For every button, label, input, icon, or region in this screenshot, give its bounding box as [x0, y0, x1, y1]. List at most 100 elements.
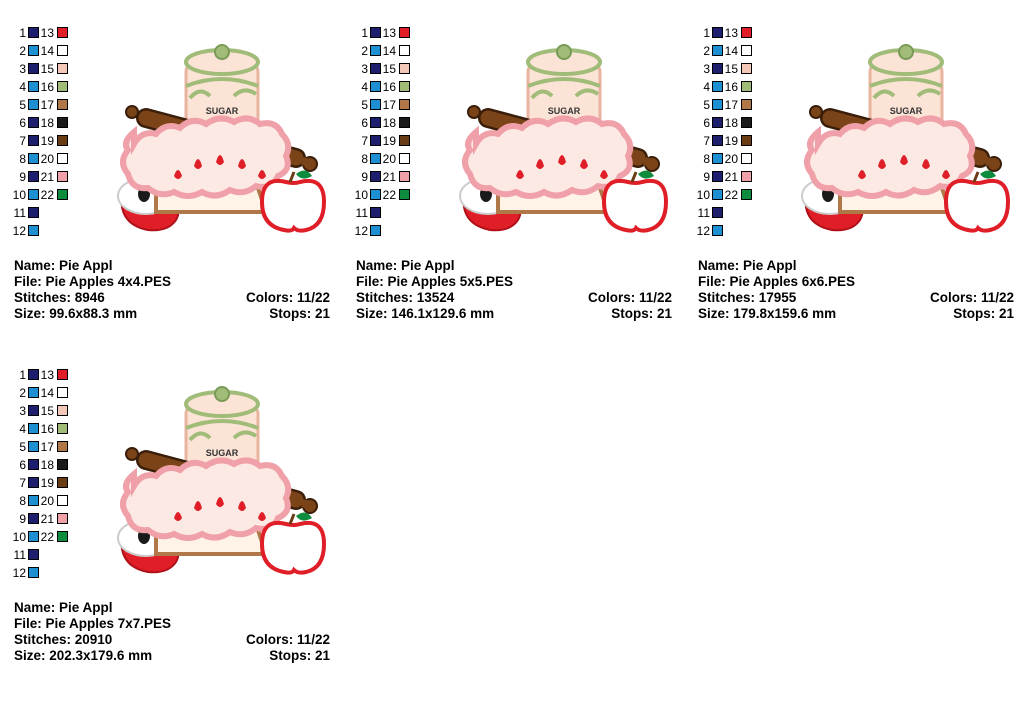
color-swatch [28, 135, 39, 146]
color-swatch [57, 63, 68, 74]
color-swatch [741, 189, 752, 200]
palette-entry-number: 7 [703, 134, 710, 148]
palette-entry-number: 3 [703, 62, 710, 76]
palette-entry-number: 2 [361, 44, 368, 58]
palette-entry-number: 16 [40, 80, 54, 94]
color-swatch [28, 99, 39, 110]
palette-entry-number: 9 [19, 170, 26, 184]
color-swatch [399, 171, 410, 182]
design-size: Size: 179.8x159.6 mm [698, 306, 837, 321]
color-swatch [370, 171, 381, 182]
design-file: File: Pie Apples 4x4.PES [14, 274, 172, 289]
svg-text:SUGAR: SUGAR [890, 106, 923, 116]
apple-icon [601, 170, 669, 233]
palette-entry-number: 5 [361, 98, 368, 112]
palette-entry-number: 6 [361, 116, 368, 130]
color-swatch [741, 27, 752, 38]
color-swatch [712, 153, 723, 164]
color-swatch [370, 117, 381, 128]
palette-entry-number: 10 [696, 188, 710, 202]
color-swatch [28, 495, 39, 506]
palette-entry-number: 5 [19, 98, 26, 112]
svg-text:SUGAR: SUGAR [548, 106, 581, 116]
palette-entry-number: 14 [724, 44, 738, 58]
palette-entry-number: 21 [724, 170, 738, 184]
palette-entry-number: 11 [13, 548, 26, 562]
palette-entry-number: 16 [724, 80, 738, 94]
color-swatch [399, 45, 410, 56]
color-swatch [28, 459, 39, 470]
palette-entry-number: 15 [382, 62, 396, 76]
color-swatch [370, 27, 381, 38]
color-swatch [712, 189, 723, 200]
palette-entry-number: 9 [703, 170, 710, 184]
palette-entry-number: 10 [354, 188, 368, 202]
palette-entry-number: 18 [40, 116, 54, 130]
color-count: Colors: 11/22 [245, 290, 330, 305]
palette-entry-number: 17 [724, 98, 738, 112]
color-swatch [28, 153, 39, 164]
color-swatch [28, 387, 39, 398]
color-swatch [57, 531, 68, 542]
color-swatch [370, 153, 381, 164]
design-name: Name: Pie Appl [356, 258, 455, 273]
palette-entry-number: 8 [19, 494, 26, 508]
palette-entry-number: 21 [382, 170, 396, 184]
palette-entry-number: 18 [382, 116, 396, 130]
palette-entry-number: 22 [724, 188, 738, 202]
palette-entry-number: 20 [724, 152, 738, 166]
color-swatch [28, 567, 39, 578]
color-swatch [28, 531, 39, 542]
color-count: Colors: 11/22 [587, 290, 672, 305]
color-swatch [57, 27, 68, 38]
color-swatch [712, 63, 723, 74]
palette-entry-number: 19 [40, 476, 54, 490]
color-swatch [57, 387, 68, 398]
svg-text:SUGAR: SUGAR [206, 106, 239, 116]
palette-entry-number: 16 [382, 80, 396, 94]
palette-entry-number: 10 [12, 530, 26, 544]
color-swatch [741, 153, 752, 164]
palette-entry-number: 11 [13, 206, 26, 220]
palette-entry-number: 20 [40, 494, 54, 508]
stitch-count: Stitches: 13524 [356, 290, 455, 305]
palette-entry-number: 2 [703, 44, 710, 58]
color-swatch [28, 27, 39, 38]
color-swatch [399, 135, 410, 146]
palette-entry-number: 12 [696, 224, 710, 238]
palette-entry-number: 5 [703, 98, 710, 112]
color-swatch [399, 189, 410, 200]
stop-count: Stops: 21 [269, 648, 330, 663]
stitch-count: Stitches: 17955 [698, 290, 797, 305]
color-swatch [370, 135, 381, 146]
palette-entry-number: 18 [724, 116, 738, 130]
color-swatch [28, 225, 39, 236]
palette-entry-number: 2 [19, 386, 26, 400]
color-swatch [741, 171, 752, 182]
color-swatch [28, 369, 39, 380]
color-swatch [57, 81, 68, 92]
color-swatch [28, 423, 39, 434]
embroidery-design-preview: SUGAR [116, 26, 336, 236]
color-swatch [399, 117, 410, 128]
palette-entry-number: 16 [40, 422, 54, 436]
palette-entry-number: 12 [354, 224, 368, 238]
palette-entry-number: 18 [40, 458, 54, 472]
palette-entry-number: 6 [703, 116, 710, 130]
color-swatch [399, 27, 410, 38]
design-name: Name: Pie Appl [698, 258, 797, 273]
palette-entry-number: 8 [361, 152, 368, 166]
palette-entry-number: 14 [40, 386, 54, 400]
color-swatch [57, 117, 68, 128]
palette-entry-number: 14 [40, 44, 54, 58]
palette-entry-number: 10 [12, 188, 26, 202]
palette-entry-number: 1 [703, 26, 710, 40]
palette-entry-number: 13 [40, 26, 54, 40]
color-swatch [712, 225, 723, 236]
palette-entry-number: 4 [703, 80, 710, 94]
color-swatch [57, 135, 68, 146]
palette-entry-number: 3 [19, 404, 26, 418]
design-info: Name: Pie Appl File: Pie Apples 7x7.PES … [14, 600, 330, 664]
embroidery-design-preview: SUGAR [116, 368, 336, 578]
